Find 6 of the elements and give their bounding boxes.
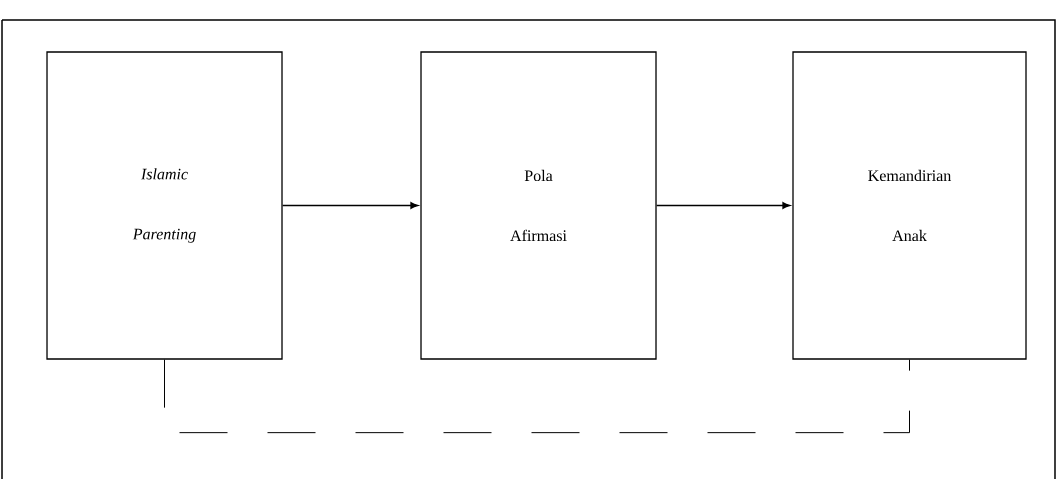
dashed-connector xyxy=(164,359,910,434)
concept-box: Pola Afirmasi xyxy=(420,51,657,360)
arrow xyxy=(655,202,791,209)
concept-box: Kemandirian Anak xyxy=(792,51,1027,360)
concept-box: Islamic Parenting xyxy=(46,51,283,360)
arrow xyxy=(281,202,419,209)
